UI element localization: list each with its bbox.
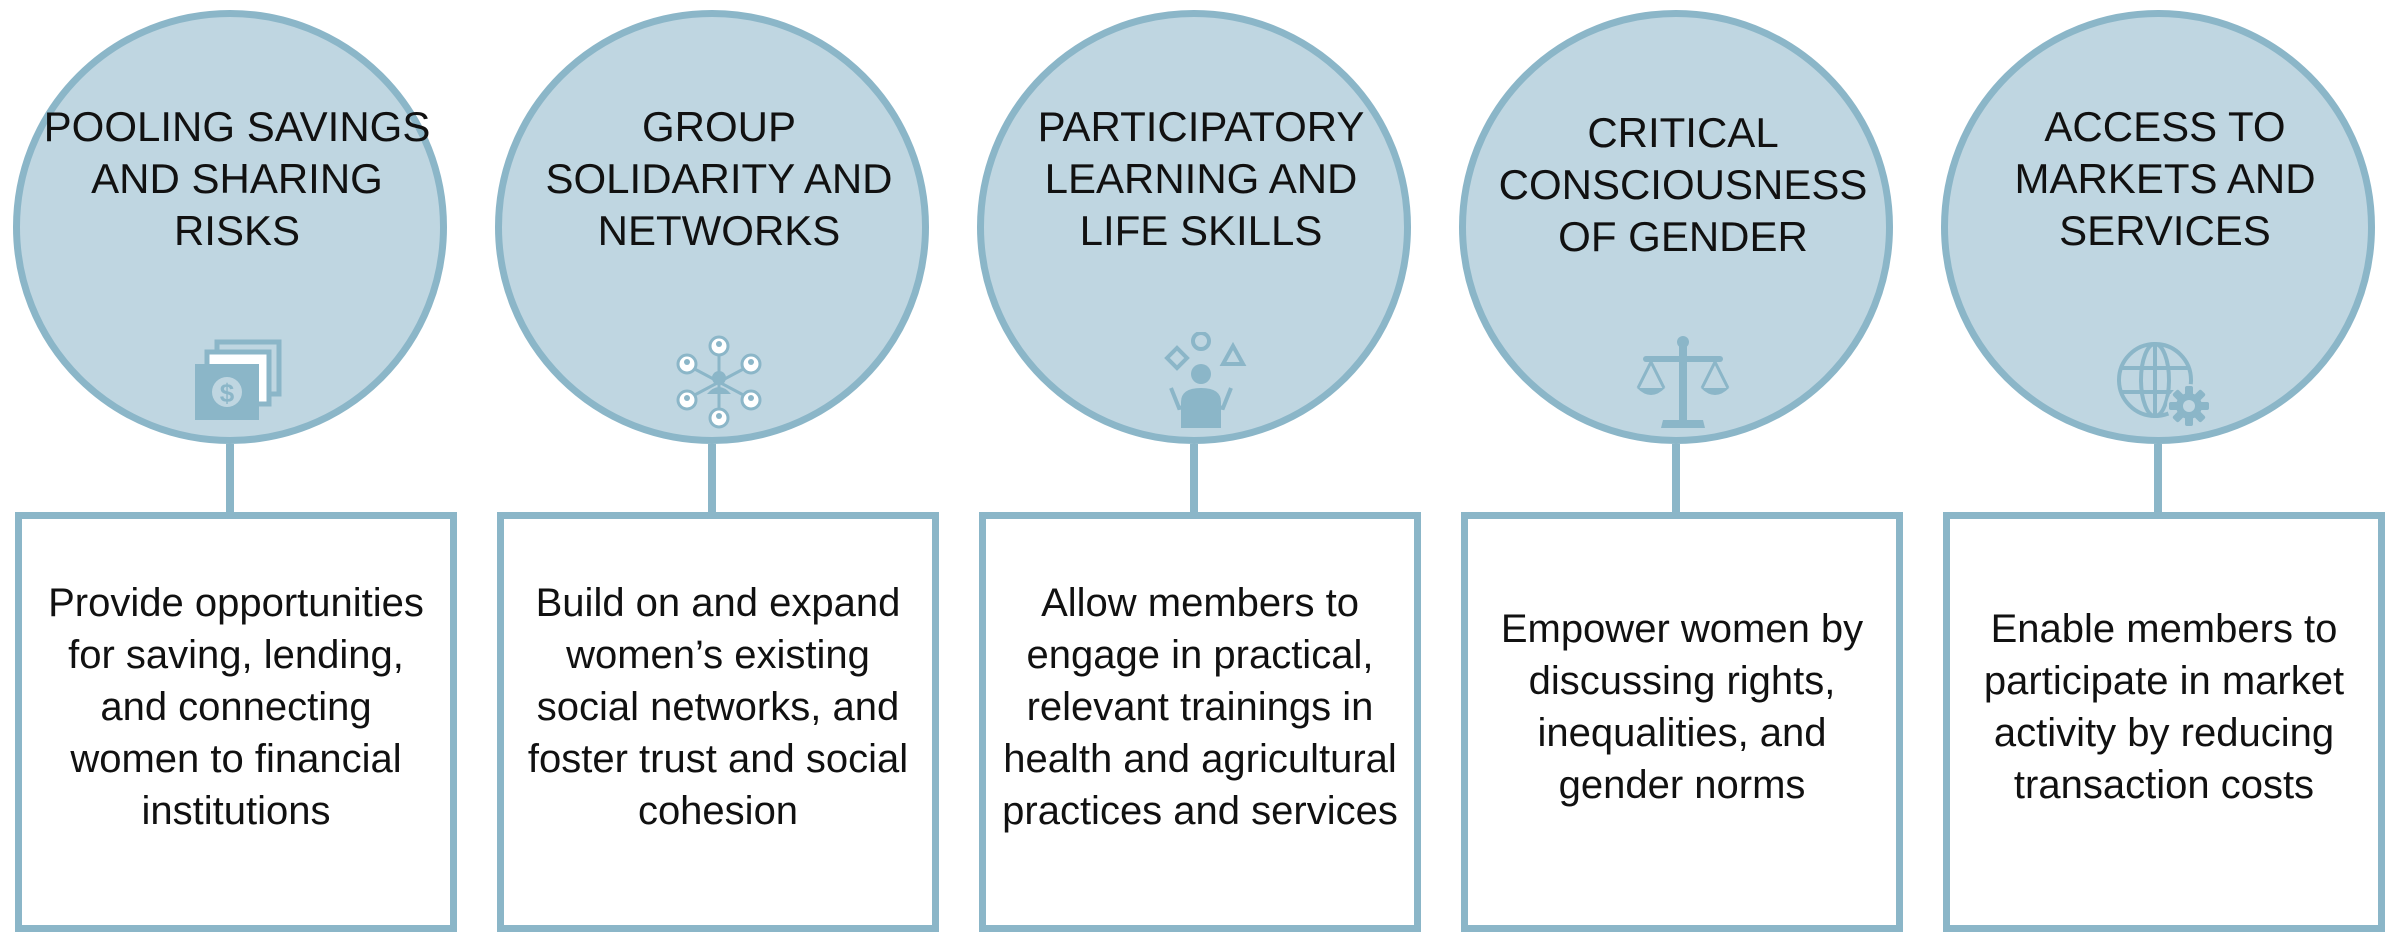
connector-line: [708, 444, 716, 512]
pillar-circle: POOLING SAVINGS AND SHARING RISKS $: [13, 10, 447, 444]
pillar-description: Provide opportunities for saving, lendin…: [48, 581, 424, 833]
pillar-title: ACCESS TO MARKETS AND SERVICES: [2014, 103, 2316, 254]
pillar-title: POOLING SAVINGS AND SHARING RISKS: [43, 103, 431, 254]
pillar-description-box: Build on and expand women’s existing soc…: [497, 512, 939, 932]
pillar-description-box: Empower women by discussing rights, ineq…: [1461, 512, 1903, 932]
learning-shapes-icon: [1151, 332, 1251, 432]
pillar-critical-consciousness: CRITICAL CONSCIOUSNESS OF GENDER Empowe: [1446, 0, 1928, 932]
pillar-circle: CRITICAL CONSCIOUSNESS OF GENDER: [1459, 10, 1893, 444]
pillar-circle: GROUP SOLIDARITY AND NETWORKS: [495, 10, 929, 444]
pillar-pooling-savings: POOLING SAVINGS AND SHARING RISKS $ Prov…: [0, 0, 482, 932]
pillar-description: Build on and expand women’s existing soc…: [527, 581, 909, 833]
svg-text:$: $: [220, 378, 235, 408]
globe-gear-icon: [2115, 332, 2215, 432]
pillar-description-box: Provide opportunities for saving, lendin…: [15, 512, 457, 932]
connector-line: [226, 444, 234, 512]
pillar-title: CRITICAL CONSCIOUSNESS OF GENDER: [1498, 109, 1868, 260]
pillar-circle: PARTICIPATORY LEARNING AND LIFE SKILLS: [977, 10, 1411, 444]
pillar-title: GROUP SOLIDARITY AND NETWORKS: [545, 103, 893, 254]
pillar-participatory-learning: PARTICIPATORY LEARNING AND LIFE SKILLS A…: [964, 0, 1446, 932]
network-icon: [669, 332, 769, 432]
money-stack-icon: $: [187, 332, 287, 432]
pillar-circle: ACCESS TO MARKETS AND SERVICES: [1941, 10, 2375, 444]
pillar-description: Empower women by discussing rights, ineq…: [1500, 607, 1864, 807]
connector-line: [2154, 444, 2162, 512]
pillar-title: PARTICIPATORY LEARNING AND LIFE SKILLS: [1037, 103, 1365, 254]
pillar-access-markets: ACCESS TO MARKETS AND SERVICES: [1928, 0, 2397, 932]
pillar-description: Allow members to engage in practical, re…: [1002, 581, 1398, 833]
pillar-description-box: Allow members to engage in practical, re…: [979, 512, 1421, 932]
connector-line: [1672, 444, 1680, 512]
pillar-description-box: Enable members to participate in market …: [1943, 512, 2385, 932]
scales-icon: [1633, 332, 1733, 432]
connector-line: [1190, 444, 1198, 512]
pillar-description: Enable members to participate in market …: [1983, 607, 2345, 807]
pillar-group-solidarity: GROUP SOLIDARITY AND NETWORKS: [482, 0, 964, 932]
